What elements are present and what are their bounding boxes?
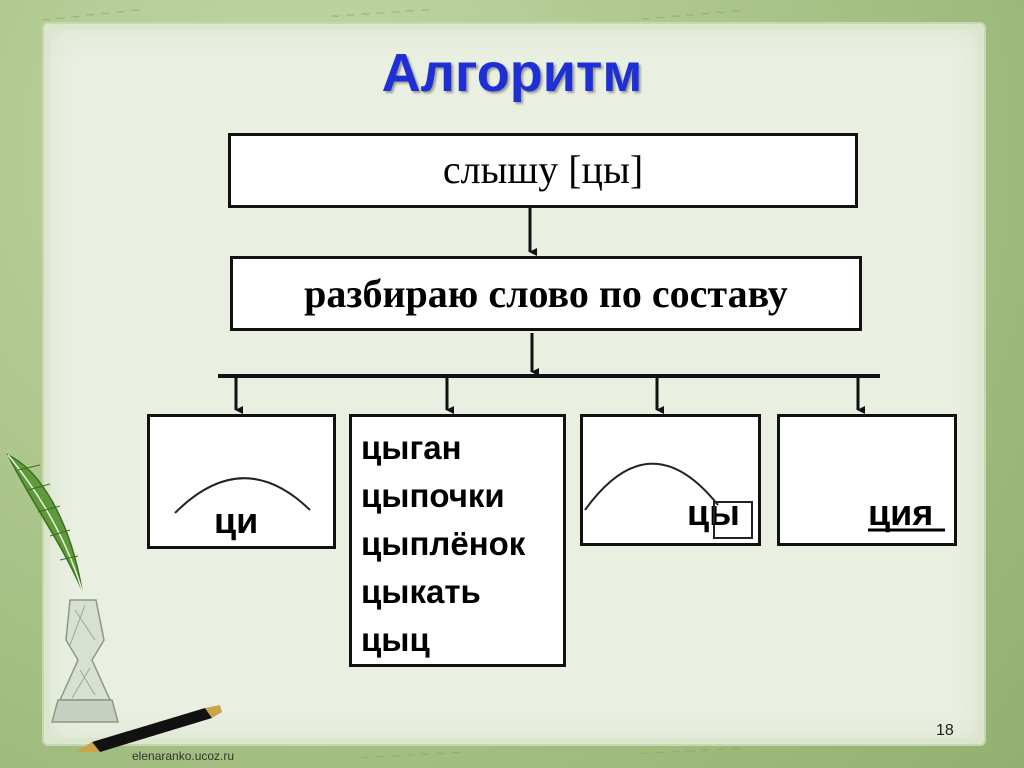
exception-word: цыкать bbox=[361, 573, 481, 610]
site-url: elenaranko.ucoz.ru bbox=[132, 749, 235, 763]
exception-word: цыц bbox=[361, 621, 430, 658]
slide-title: Алгоритм bbox=[381, 43, 643, 103]
step-parse-label: разбираю слово по составу bbox=[304, 271, 788, 316]
branch-ending-box bbox=[580, 414, 761, 546]
step-parse-box bbox=[230, 256, 862, 331]
fountain-pen-icon bbox=[76, 705, 222, 752]
root-arc-mark bbox=[584, 462, 719, 511]
exception-word: цыплёнок bbox=[361, 525, 526, 562]
step-hear-box bbox=[228, 133, 858, 208]
slide-number: 18 bbox=[936, 722, 954, 739]
quill-pen-icon bbox=[6, 453, 83, 591]
branch-exceptions-box bbox=[349, 414, 566, 667]
root-arc-mark bbox=[174, 477, 311, 514]
branch-root-box bbox=[147, 414, 336, 549]
branch-suffix-label: ция bbox=[868, 492, 934, 533]
exception-word: цыпочки bbox=[361, 477, 505, 514]
exceptions-list: цыган цыпочки цыплёнок цыкать цыц bbox=[361, 424, 525, 664]
branch-root-label: ци bbox=[214, 500, 259, 541]
branch-suffix-box bbox=[777, 414, 957, 546]
step-hear-label: слышу [цы] bbox=[442, 147, 644, 192]
exception-word: цыган bbox=[361, 429, 462, 466]
inkwell-icon bbox=[51, 599, 119, 723]
ending-mark bbox=[713, 501, 753, 539]
